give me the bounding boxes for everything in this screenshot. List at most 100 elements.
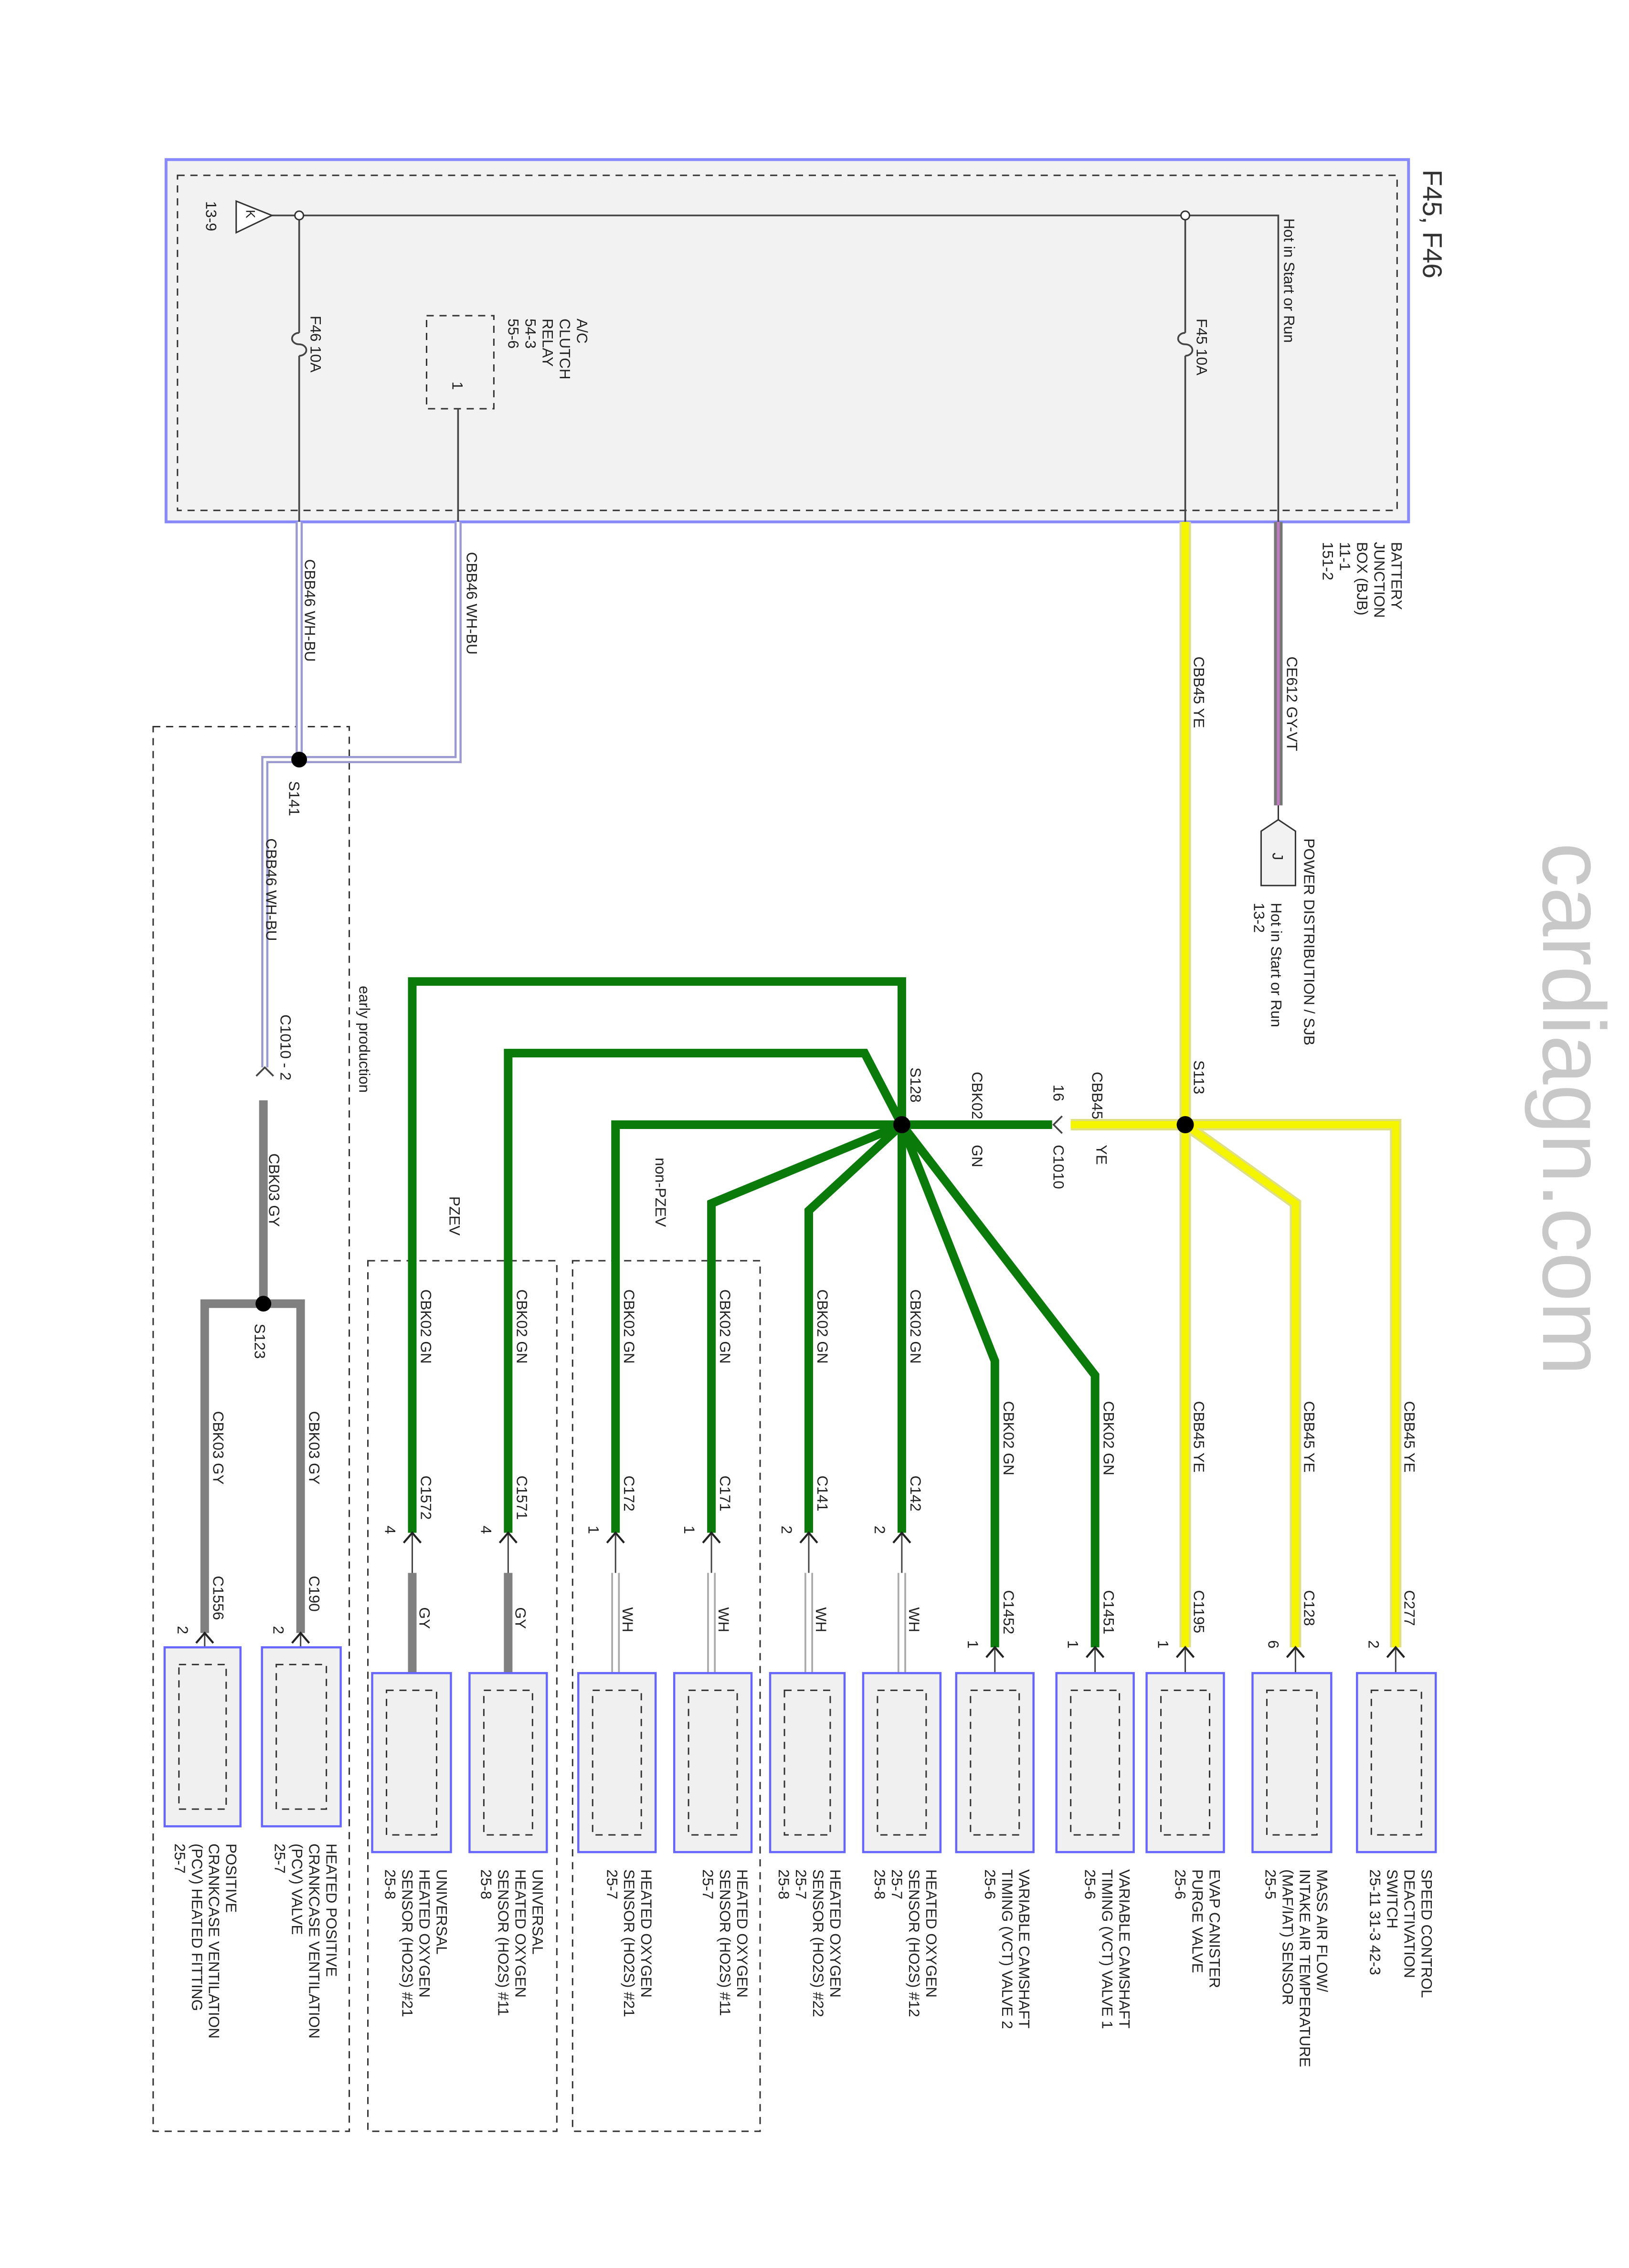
ground-symbol-label: K: [243, 210, 258, 218]
connector-pin: 1: [964, 1640, 981, 1649]
component-box[interactable]: [163, 1646, 242, 1828]
cbb46-label: CBB46 WH-BU: [463, 552, 480, 655]
cbk02-h-label: CBK02: [969, 1072, 985, 1119]
connector-pin: 2: [778, 1526, 795, 1534]
bjb-label: 151-2: [1319, 542, 1336, 581]
group-early-label: early production: [356, 986, 373, 1093]
ye-label: YE: [1093, 1145, 1110, 1165]
component-name-line: TIMING (VCT) VALVE 2: [999, 1869, 1015, 2029]
stub-wire-color: GY: [512, 1607, 529, 1629]
bjb-label: 11-1: [1336, 542, 1353, 571]
connector-label: C1452: [1000, 1590, 1017, 1634]
cbb46-label: CBB46 WH-BU: [263, 838, 280, 941]
component-inner: [275, 1663, 328, 1810]
component-box[interactable]: [1145, 1672, 1225, 1853]
component-box[interactable]: [1251, 1672, 1333, 1853]
fuse-f46-label: F46 10A: [307, 316, 324, 373]
relay-label: CLUTCH: [556, 319, 573, 380]
pdsjb-ref: 13-2: [1250, 903, 1267, 933]
component-name-line: 25-7: [272, 1843, 288, 1874]
wire-cbb46: [261, 522, 462, 1068]
wire-label: CBB45 YE: [1401, 1401, 1417, 1473]
component-name-line: HEATED OXYGEN: [923, 1869, 940, 1998]
component-box[interactable]: [1055, 1672, 1135, 1853]
connector-label: C141: [814, 1476, 831, 1512]
component-inner: [386, 1689, 437, 1836]
component-inner: [877, 1689, 927, 1836]
component-name-line: 25-11 31-3 42-3: [1366, 1869, 1383, 1975]
cbb45-h-label: CBB45: [1089, 1072, 1106, 1119]
cbb46-label: CBB46 WH-BU: [302, 559, 318, 662]
component-box[interactable]: [955, 1672, 1035, 1853]
connector-arrow-icon: [1175, 1646, 1195, 1658]
component-box[interactable]: [371, 1672, 452, 1853]
component-name-line: HEATED OXYGEN: [734, 1869, 751, 1998]
component-name-line: 25-7: [793, 1869, 809, 1899]
connector-arrow-icon: [291, 1631, 310, 1644]
wire-label: CBB45 YE: [1301, 1401, 1317, 1473]
component-name-line: SENSOR (HO2S) #21: [399, 1869, 416, 2017]
connector-arrow-icon: [799, 1531, 818, 1544]
component-inner: [1370, 1689, 1422, 1836]
splice-s141: [291, 751, 307, 767]
component-box[interactable]: [577, 1672, 657, 1853]
connector-label: C1571: [513, 1476, 530, 1520]
connector-label: C171: [717, 1476, 733, 1512]
component-name-line: UNIVERSAL: [529, 1869, 546, 1954]
component-name-line: HEATED OXYGEN: [638, 1869, 655, 1998]
component-box[interactable]: [468, 1672, 548, 1853]
component-name-line: CRANKCASE VENTILATION: [306, 1843, 323, 2039]
component-inner: [483, 1689, 533, 1836]
component-name-line: (MAF/IAT) SENSOR: [1279, 1869, 1296, 2005]
component-box[interactable]: [1356, 1672, 1437, 1853]
component-name-line: UNIVERSAL: [433, 1869, 450, 1954]
wire-label: CBK02 GN: [907, 1289, 924, 1364]
component-name-line: 25-8: [871, 1869, 888, 1899]
component-name-line: 25-7: [603, 1869, 620, 1899]
component-inner: [970, 1689, 1020, 1836]
component-name-line: HEATED OXYGEN: [827, 1869, 844, 1998]
connector-arrow-icon: [195, 1631, 214, 1644]
wire-label: CBK02 GN: [621, 1289, 637, 1364]
relay-label: 54-3: [522, 319, 539, 349]
component-name-line: VARIABLE CAMSHAFT: [1016, 1869, 1033, 2028]
connector-pin: 1: [681, 1526, 698, 1534]
component-name-line: SPEED CONTROL: [1418, 1869, 1435, 1998]
connector-pin: 2: [1365, 1640, 1382, 1649]
splice-s128: [893, 1116, 910, 1134]
component-box[interactable]: [261, 1646, 342, 1828]
ce612-label: CE612 GY-VT: [1283, 657, 1300, 751]
stub-wire-color: WH: [715, 1607, 732, 1632]
group-pzev: [367, 1260, 558, 2132]
stub-wire-color: WH: [813, 1607, 829, 1632]
ground-k-icon: K: [235, 200, 274, 234]
component-name-line: SENSOR (HO2S) #22: [810, 1869, 826, 2017]
wire-ce612: [1260, 522, 1296, 886]
component-box[interactable]: [769, 1672, 846, 1853]
component-name-line: EVAP CANISTER: [1206, 1869, 1223, 1988]
c1010-2-label: C1010 - 2: [277, 1014, 294, 1080]
fuse-f45-icon: [1176, 332, 1194, 357]
connector-pin: 2: [871, 1526, 888, 1534]
wire-cbk02: [408, 977, 1100, 1648]
component-box[interactable]: [673, 1672, 753, 1853]
s141-label: S141: [286, 781, 303, 816]
connector-label: C1195: [1191, 1590, 1207, 1633]
component-box[interactable]: [862, 1672, 942, 1853]
component-name-line: 25-6: [1172, 1869, 1189, 1899]
component-name-line: PURGE VALVE: [1189, 1869, 1206, 1973]
c1010-2-connector-arrow-icon: [255, 1066, 274, 1077]
